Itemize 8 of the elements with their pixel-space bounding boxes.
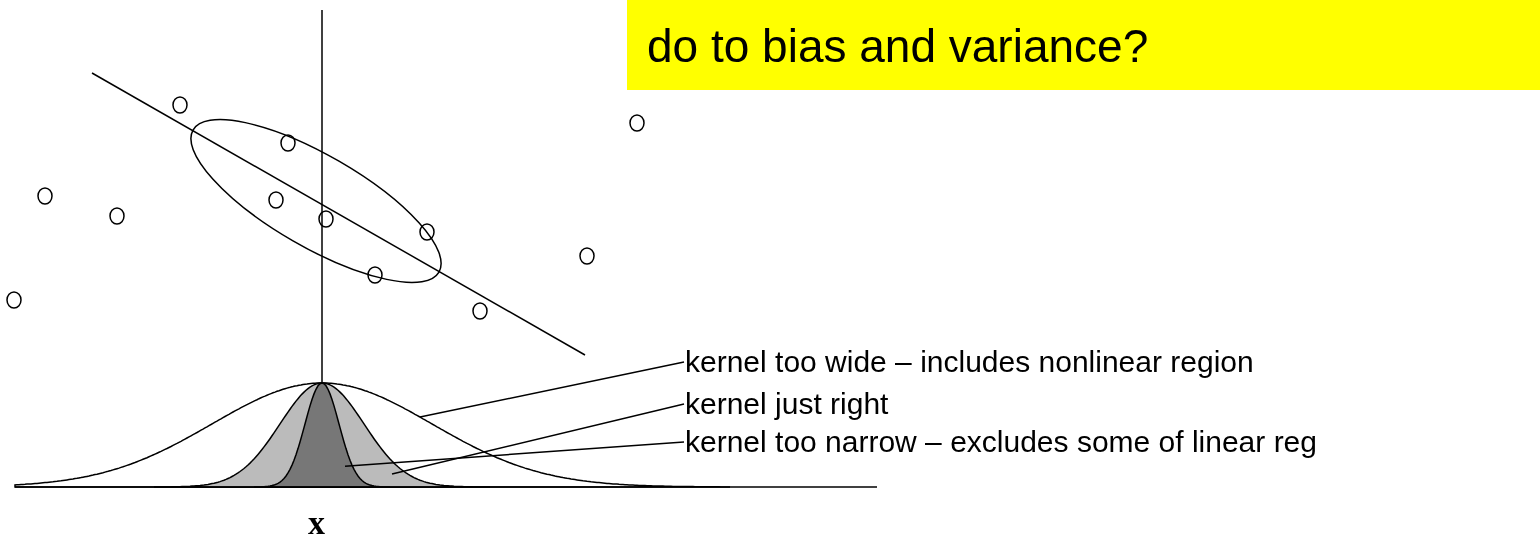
leader-line [391,403,685,475]
question-banner: do to bias and variance? [627,0,1540,90]
leader-line [344,441,685,467]
kernel-label: kernel too wide – includes nonlinear region [685,345,1254,379]
kernel-label: kernel too narrow – excludes some of linear reg [685,425,1317,459]
kernel-label: kernel just right [685,387,889,421]
axis-label: x [308,505,325,541]
leader-line [419,361,685,418]
